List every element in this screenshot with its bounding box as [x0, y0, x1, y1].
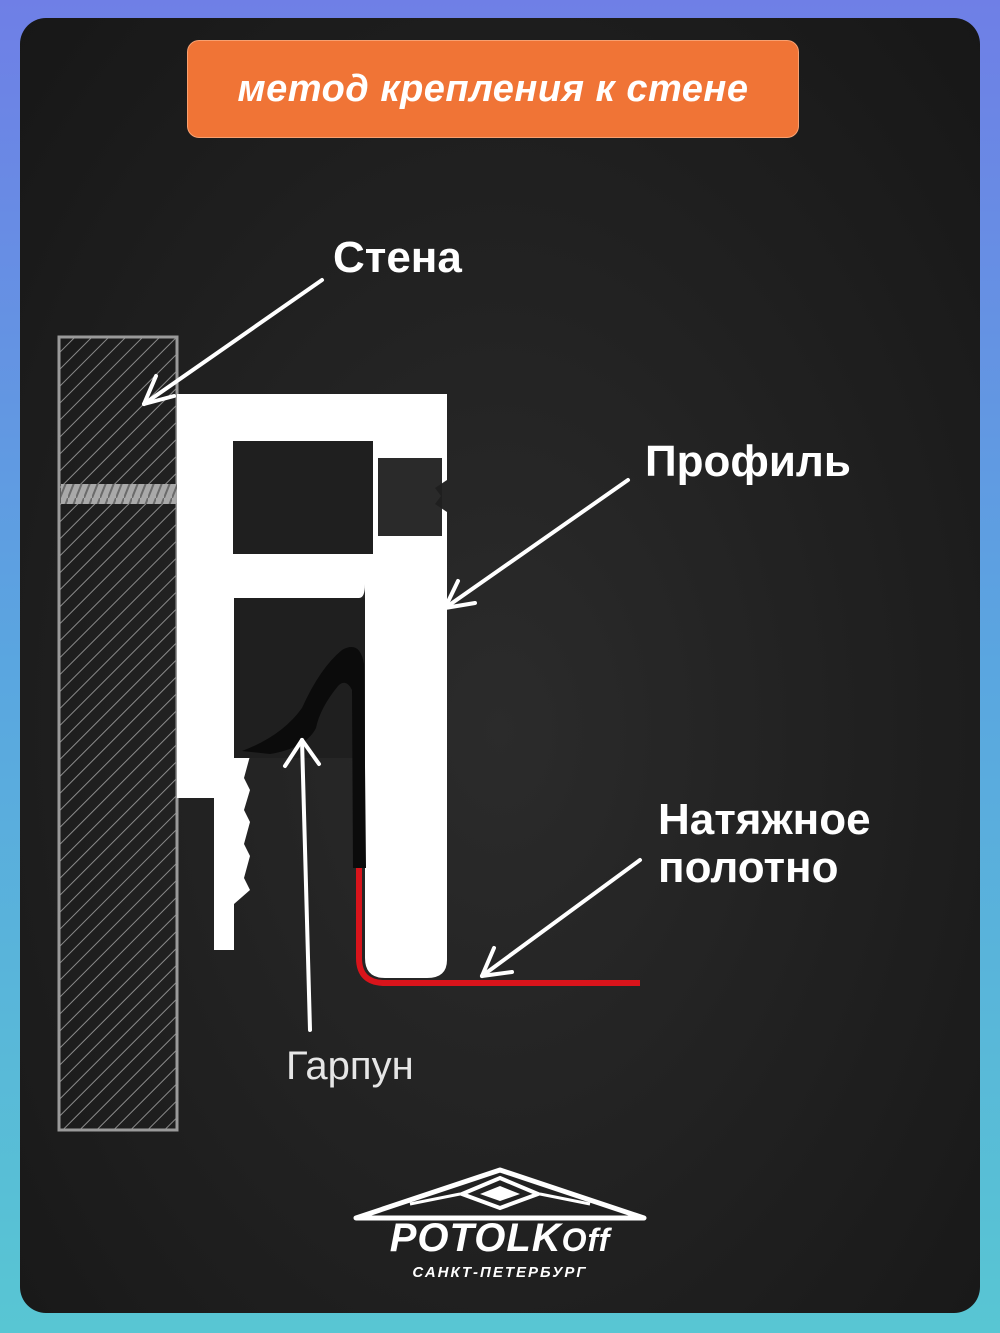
- profile-cavity: [233, 441, 373, 554]
- label-harpoon: Гарпун: [286, 1044, 414, 1088]
- label-membrane-line1: Натяжное: [658, 795, 871, 844]
- screw-thread: [61, 484, 189, 504]
- diagram-card: метод крепления к стене: [20, 18, 980, 1313]
- logo-city: САНКТ-ПЕТЕРБУРГ: [412, 1264, 588, 1281]
- label-wall: Стена: [333, 233, 462, 282]
- title-banner: метод крепления к стене: [187, 40, 799, 138]
- profile-cavity-right: [378, 458, 442, 536]
- wall-section: [57, 335, 179, 1132]
- arrow-harpoon: [283, 738, 321, 1032]
- mounting-diagram: [57, 278, 647, 1221]
- logo-emblem-icon: [353, 1167, 647, 1221]
- logo-name-main: POTOLK: [389, 1216, 562, 1260]
- logo-name-suffix: Off: [561, 1222, 611, 1258]
- label-membrane-line2: полотно: [658, 843, 839, 892]
- label-profile: Профиль: [645, 437, 851, 486]
- logo-wordmark: POTOLKOff: [20, 1216, 980, 1261]
- arrow-profile: [443, 478, 630, 610]
- arrow-membrane: [480, 858, 642, 978]
- arrow-wall: [142, 278, 324, 406]
- membrane-line: [356, 868, 640, 986]
- profile-channel: [234, 598, 365, 758]
- page-title: метод крепления к стене: [237, 67, 749, 110]
- harpoon-shape: [242, 647, 366, 868]
